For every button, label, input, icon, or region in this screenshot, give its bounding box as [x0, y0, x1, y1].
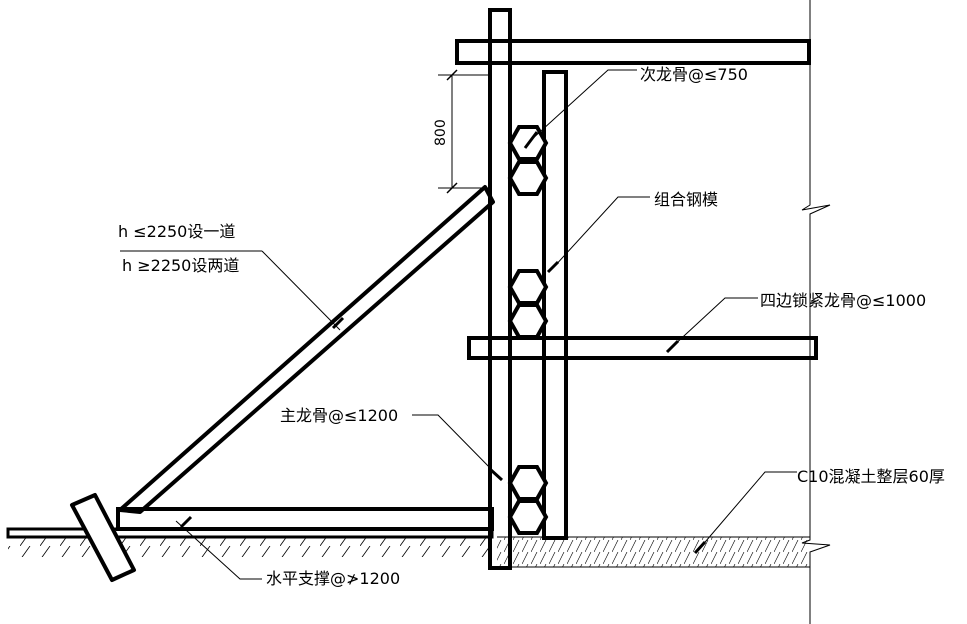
steel-formwork-label: 组合钢模	[654, 190, 718, 209]
main-vertical-post	[488, 8, 512, 570]
perimeter-lock-joist	[467, 336, 818, 360]
secondary-joist	[507, 269, 549, 305]
leader-steel-formwork	[552, 196, 650, 269]
main-joist-label: 主龙骨@≤1200	[280, 406, 398, 425]
leader-concrete-layer	[699, 471, 797, 549]
leader-perimeter-lock	[671, 297, 758, 348]
leader-horizontal-brace	[175, 520, 262, 580]
leader-lines	[120, 69, 797, 580]
secondary-joist-label: 次龙骨@≤750	[640, 65, 748, 84]
steel-formwork-panel	[542, 70, 568, 540]
horizontal-brace-label: 水平支撑@≯1200	[266, 569, 400, 588]
leader-main-joist	[412, 414, 498, 476]
diagonal-strut	[118, 185, 495, 514]
secondary-joist	[507, 465, 549, 501]
existing-wall	[801, 0, 831, 624]
dimension-800-label: 800	[433, 119, 449, 146]
ground-anchor-stake	[70, 493, 136, 582]
perimeter-lock-label: 四边锁紧龙骨@≤1000	[760, 291, 926, 310]
secondary-joist-group	[507, 125, 549, 535]
vertical-dimension: 800	[433, 69, 490, 194]
secondary-joist	[507, 499, 549, 535]
secondary-joist	[507, 160, 549, 196]
leader-brace-rule-diag	[261, 250, 341, 331]
leader-ticks	[179, 131, 707, 555]
concrete-layer	[497, 536, 810, 568]
ground-surface	[6, 527, 494, 557]
brace-rule-label-1: h ≤2250设一道	[118, 222, 235, 241]
horizontal-brace	[116, 507, 494, 531]
top-horizontal-member	[455, 39, 811, 65]
secondary-joist	[507, 303, 549, 339]
brace-rule-label-2: h ≥2250设两道	[122, 256, 239, 275]
concrete-layer-label: C10混凝土整层60厚	[797, 467, 945, 486]
annotation-labels: 次龙骨@≤750 组合钢模 h ≤2250设一道 h ≥2250设两道 四边锁紧…	[118, 65, 945, 588]
leader-secondary-joist	[530, 69, 637, 141]
